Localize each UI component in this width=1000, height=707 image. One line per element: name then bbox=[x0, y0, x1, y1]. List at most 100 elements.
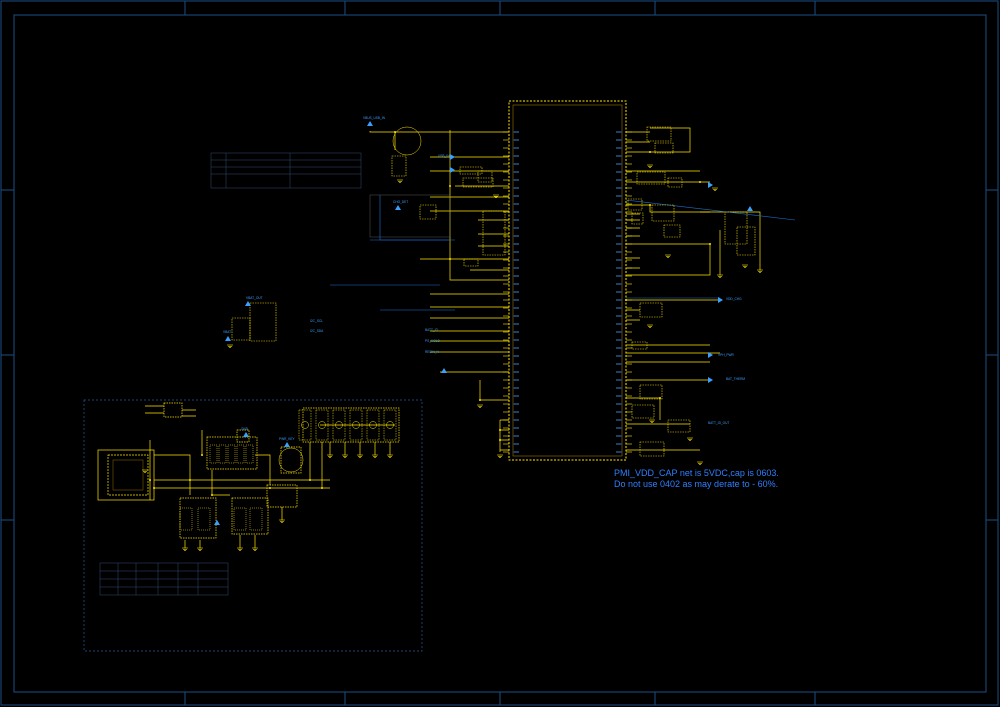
net-label-vbat: VBAT bbox=[223, 330, 231, 334]
ic-pin-tag-left bbox=[513, 291, 519, 293]
ic-pin-tag-right bbox=[616, 163, 622, 165]
ic-pin-tag-right bbox=[616, 451, 622, 453]
net-label-resin: RESIN_N bbox=[425, 350, 440, 354]
capacitor-box bbox=[315, 409, 329, 441]
ic-pin-tag-left bbox=[513, 139, 519, 141]
ic-pin-tag-right bbox=[616, 371, 622, 373]
ic-pin-tag-right bbox=[616, 411, 622, 413]
ic-pin-tag-left bbox=[513, 411, 519, 413]
left-wires bbox=[369, 130, 509, 452]
junction-dot bbox=[709, 243, 711, 245]
ic-pin-tag-left bbox=[513, 155, 519, 157]
ic-pin-tag-right bbox=[616, 419, 622, 421]
ic-pin-tag-left bbox=[513, 275, 519, 277]
net-flags bbox=[214, 121, 753, 525]
junction-dot bbox=[211, 494, 213, 496]
ic-pin-tag-right bbox=[616, 283, 622, 285]
capacitor-symbol bbox=[301, 421, 309, 429]
resistor-box bbox=[227, 444, 236, 464]
ic-pin-tag-left bbox=[513, 259, 519, 261]
sub-circuit-frame bbox=[83, 194, 451, 652]
ic-pin-tag-right bbox=[616, 347, 622, 349]
junction-dot bbox=[149, 479, 151, 481]
net-label-pwr-key: PWR_KEY bbox=[279, 437, 295, 441]
ic-pin-tag-left bbox=[513, 179, 519, 181]
net-label-i2c-sda: I2C_SDA bbox=[310, 329, 324, 333]
ic-pin-tag-left bbox=[513, 227, 519, 229]
ic-pin-tag-left bbox=[513, 435, 519, 437]
ic-pin-tag-left bbox=[513, 171, 519, 173]
junction-dot bbox=[649, 204, 651, 206]
net-lines bbox=[330, 195, 796, 311]
capacitor-box bbox=[332, 409, 346, 441]
ic-pin-tag-left bbox=[513, 299, 519, 301]
junction-dot bbox=[309, 479, 311, 481]
ic-pin-tag-left bbox=[513, 443, 519, 445]
ic-pin-tag-left bbox=[513, 195, 519, 197]
net-label-usb-in: USB_IN bbox=[438, 154, 450, 158]
ic-pin-tag-right bbox=[616, 219, 622, 221]
capacitor-box bbox=[366, 409, 380, 441]
ic-pin-tag-left bbox=[513, 203, 519, 205]
ic-pin-tag-right bbox=[616, 235, 622, 237]
ic-pin-tag-left bbox=[513, 187, 519, 189]
junction-dot bbox=[625, 299, 627, 301]
junction-dot bbox=[649, 151, 651, 153]
ic-pin-tag-right bbox=[616, 339, 622, 341]
capacitor-symbol bbox=[335, 421, 343, 429]
ic-pin-tag-left bbox=[513, 219, 519, 221]
ic-pin-tag-right bbox=[616, 291, 622, 293]
right-wires bbox=[626, 127, 761, 451]
ic-pin-tag-left bbox=[513, 307, 519, 309]
net-label-batt-id: BATT_ID bbox=[425, 328, 439, 332]
ic-pin-tag-left bbox=[513, 211, 519, 213]
ic-pin-tag-right bbox=[616, 435, 622, 437]
ic-pin-tag-left bbox=[513, 147, 519, 149]
junction-dot bbox=[321, 487, 323, 489]
ic-pin-tag-right bbox=[616, 211, 622, 213]
ic-pin-tag-left bbox=[513, 355, 519, 357]
capacitor-symbol bbox=[369, 421, 377, 429]
ic-pin-tag-right bbox=[616, 195, 622, 197]
ic-pin-tag-right bbox=[616, 275, 622, 277]
ic-pin-tag-right bbox=[616, 147, 622, 149]
ic-pin-tag-right bbox=[616, 331, 622, 333]
ic-pin-tag-right bbox=[616, 171, 622, 173]
junction-dot bbox=[189, 479, 191, 481]
net-label-vdd-chg: VDD_CHG bbox=[726, 297, 742, 301]
ic-pin-tag-right bbox=[616, 323, 622, 325]
junction-dot bbox=[479, 399, 481, 401]
ic-pin-tag-right bbox=[616, 179, 622, 181]
ic-pin-tag-right bbox=[616, 155, 622, 157]
ic-pin-tag-right bbox=[616, 363, 622, 365]
junction-dot bbox=[499, 429, 501, 431]
ic-pin-tag-right bbox=[616, 299, 622, 301]
ic-pin-tag-right bbox=[616, 259, 622, 261]
junction-dot bbox=[394, 131, 396, 133]
ic-pin-tag-right bbox=[616, 243, 622, 245]
capacitor-symbol bbox=[318, 421, 326, 429]
junction-dot bbox=[449, 258, 451, 260]
right-components bbox=[627, 126, 756, 457]
ic-pin-tag-left bbox=[513, 323, 519, 325]
diode-box bbox=[249, 507, 263, 531]
ic-pin-tag-left bbox=[513, 131, 519, 133]
ic-pin-tag-right bbox=[616, 315, 622, 317]
cap-note-line-1: PMI_VDD_CAP net is 5VDC,cap is 0603. bbox=[614, 468, 779, 478]
net-label-batt-out: VBAT_OUT bbox=[246, 296, 263, 300]
ic-pin-tag-left bbox=[513, 451, 519, 453]
junction-dot bbox=[153, 487, 155, 489]
ic-pin-tag-left bbox=[513, 339, 519, 341]
capacitor-box bbox=[349, 409, 363, 441]
ic-pin-tag-left bbox=[513, 403, 519, 405]
ic-pin-tag-left bbox=[513, 363, 519, 365]
capacitor-box bbox=[383, 409, 397, 441]
net-label-chg-det: CHG_DET bbox=[393, 200, 408, 204]
ic-pin-tag-right bbox=[616, 395, 622, 397]
ic-pin-tag-right bbox=[616, 379, 622, 381]
ic-pin-tag-right bbox=[616, 131, 622, 133]
ic-pin-tag-right bbox=[616, 203, 622, 205]
ic-pin-tag-left bbox=[513, 331, 519, 333]
pmic-main-ic bbox=[503, 100, 632, 461]
